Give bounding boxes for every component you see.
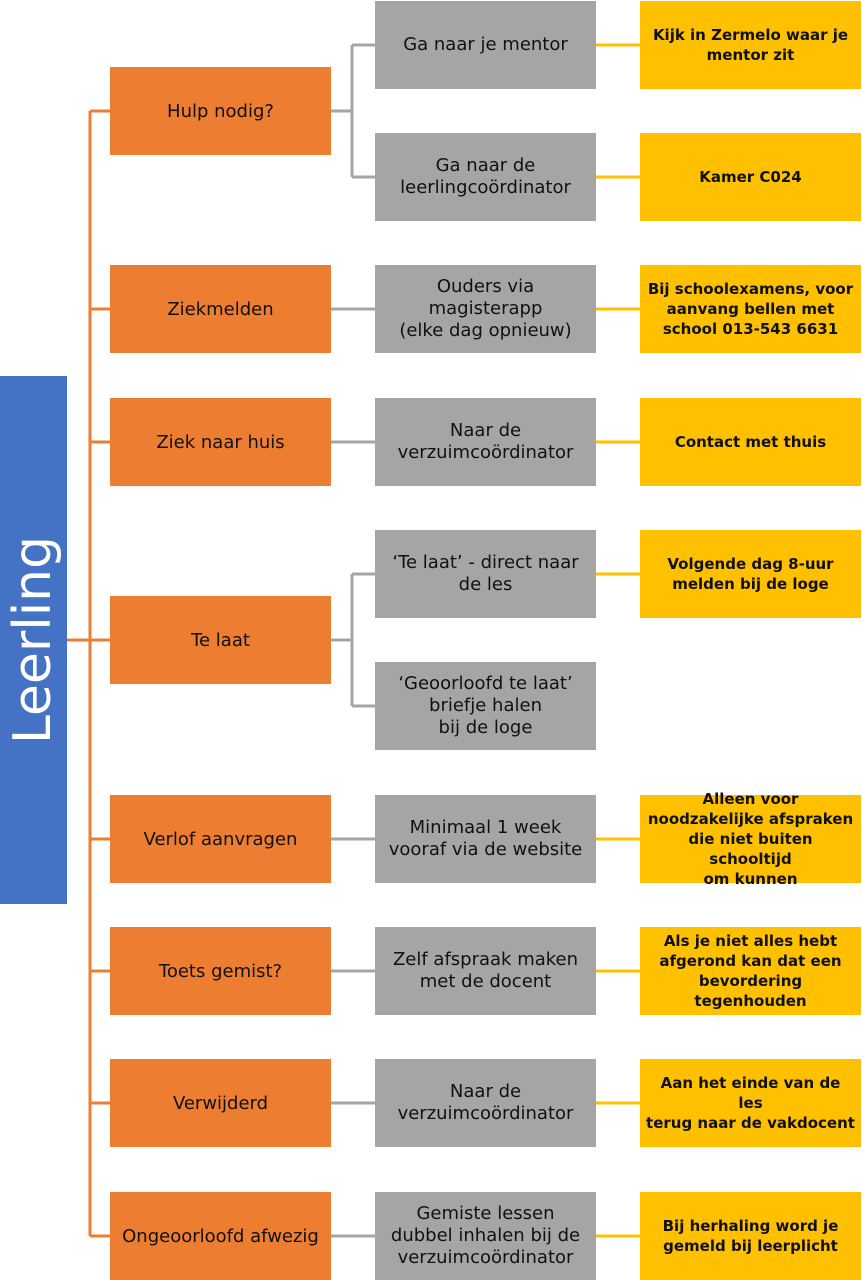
category-hulp-nodig: Hulp nodig? <box>110 67 331 155</box>
category-te-laat: Te laat <box>110 596 331 684</box>
note-volgende-dag-melden: Volgende dag 8-uur melden bij de loge <box>640 530 861 618</box>
action-geoorloofd-te-laat: ‘Geoorloofd te laat’ briefje halen bij d… <box>375 662 596 750</box>
category-verlof-aanvragen: Verlof aanvragen <box>110 795 331 883</box>
category-ongeoorloofd-afwezig: Ongeoorloofd afwezig <box>110 1192 331 1280</box>
note-gemeld-bij-leerplicht: Bij herhaling word je gemeld bij leerpli… <box>640 1192 861 1280</box>
action-ga-naar-leerlingcoordinator: Ga naar de leerlingcoördinator <box>375 133 596 221</box>
action-zelf-afspraak-maken: Zelf afspraak maken met de docent <box>375 927 596 1015</box>
note-terug-naar-vakdocent: Aan het einde van de les terug naar de v… <box>640 1059 861 1147</box>
action-ouders-via-magisterapp: Ouders via magisterapp (elke dag opnieuw… <box>375 265 596 353</box>
action-ga-naar-mentor: Ga naar je mentor <box>375 1 596 89</box>
root-label: Leerling <box>3 535 64 745</box>
category-ziek-naar-huis: Ziek naar huis <box>110 398 331 486</box>
note-kamer-c024: Kamer C024 <box>640 133 861 221</box>
note-bevordering-tegenhouden: Als je niet alles hebt afgerond kan dat … <box>640 927 861 1015</box>
category-ziekmelden: Ziekmelden <box>110 265 331 353</box>
action-naar-verzuimcoordinator-verwijderd: Naar de verzuimcoördinator <box>375 1059 596 1147</box>
category-toets-gemist: Toets gemist? <box>110 927 331 1015</box>
note-kijk-in-zermelo: Kijk in Zermelo waar je mentor zit <box>640 1 861 89</box>
category-verwijderd: Verwijderd <box>110 1059 331 1147</box>
action-naar-verzuimcoordinator: Naar de verzuimcoördinator <box>375 398 596 486</box>
action-gemiste-lessen-inhalen: Gemiste lessen dubbel inhalen bij de ver… <box>375 1192 596 1280</box>
note-schoolexamens-bellen: Bij schoolexamens, voor aanvang bellen m… <box>640 265 861 353</box>
action-minimaal-1-week: Minimaal 1 week vooraf via de website <box>375 795 596 883</box>
action-te-laat-direct-naar-les: ‘Te laat’ - direct naar de les <box>375 530 596 618</box>
note-noodzakelijke-afspraken: Alleen voor noodzakelijke afspraken die … <box>640 790 861 888</box>
root-node-leerling: Leerling <box>0 376 67 904</box>
note-contact-met-thuis: Contact met thuis <box>640 398 861 486</box>
